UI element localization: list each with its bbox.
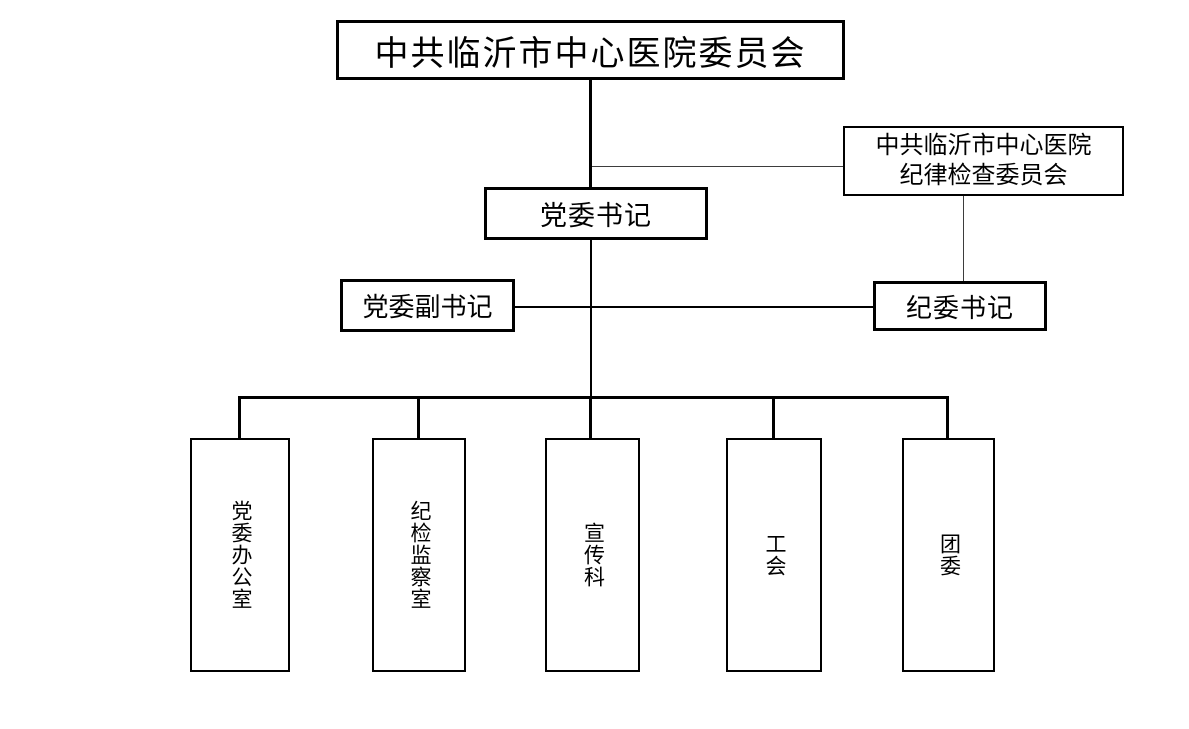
- connector-drop-party-office: [238, 399, 241, 438]
- deputy-party-secretary-box: 党委副书记: [340, 279, 515, 332]
- department-box-labor-union: 工会: [726, 438, 822, 672]
- connector-drop-youth-league: [946, 399, 949, 438]
- department-label: 党委办公室: [229, 500, 252, 610]
- connector-drop-propaganda: [589, 399, 592, 438]
- connector-deputy-to-discipline-secretary: [515, 306, 873, 308]
- deputy-party-secretary-label: 党委副书记: [362, 292, 493, 322]
- party-secretary-label: 党委书记: [540, 201, 652, 231]
- connector-branch-to-discipline-committee: [592, 166, 843, 167]
- department-label: 纪检监察室: [408, 500, 431, 610]
- discipline-committee-box: 中共临沂市中心医院 纪律检查委员会: [843, 126, 1124, 196]
- department-box-propaganda-section: 宣传科: [545, 438, 640, 672]
- discipline-secretary-box: 纪委书记: [873, 281, 1047, 331]
- department-box-party-committee-office: 党委办公室: [190, 438, 290, 672]
- connector-secretary-to-departments: [590, 240, 592, 398]
- connector-committee-to-secretary: [589, 80, 592, 187]
- department-box-discipline-inspection-office: 纪检监察室: [372, 438, 466, 672]
- committee-box: 中共临沂市中心医院委员会: [336, 20, 845, 80]
- committee-label: 中共临沂市中心医院委员会: [374, 34, 807, 73]
- discipline-secretary-label: 纪委书记: [905, 292, 1014, 323]
- discipline-committee-label-line1: 中共临沂市中心医院: [875, 132, 1092, 159]
- connector-discipline-committee-to-discipline-secretary: [963, 196, 964, 281]
- connector-drop-inspection-office: [417, 399, 420, 438]
- department-label: 宣传科: [581, 522, 605, 588]
- discipline-committee-label-line2: 纪律检查委员会: [899, 162, 1068, 189]
- department-label: 团委: [937, 533, 961, 577]
- connector-drop-labor-union: [772, 399, 775, 438]
- party-secretary-box: 党委书记: [484, 187, 708, 240]
- department-box-youth-league: 团委: [902, 438, 995, 672]
- department-label: 工会: [763, 533, 786, 577]
- connector-departments-bus: [238, 396, 949, 399]
